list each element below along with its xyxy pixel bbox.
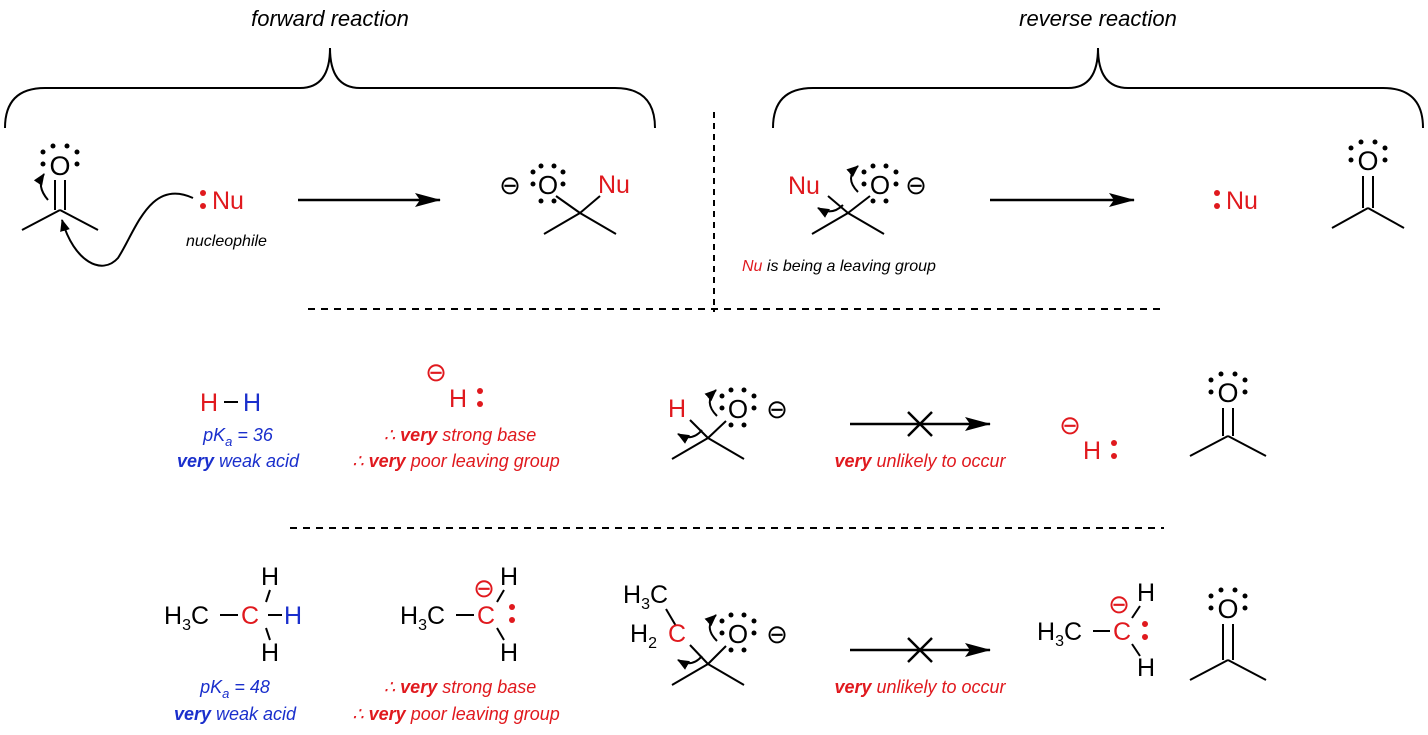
row2-ketone-oxygen: O	[1217, 378, 1238, 408]
product-minus: ⊖	[499, 170, 521, 200]
carbanion-top-h: H	[500, 563, 518, 591]
row3-alkoxide: H3C H2 C O ⊖	[623, 581, 788, 686]
reverse-alkoxide: Nu O ⊖ Nu is being a leaving group	[742, 163, 936, 275]
row2-alkoxide-h: H	[668, 395, 686, 423]
row3-lg-text: ∴ very poor leaving group	[352, 704, 560, 724]
reverse-reaction-title: reverse reaction	[1019, 6, 1177, 31]
row2-product-minus: ⊖	[1059, 410, 1081, 440]
pi-bond-arrow	[33, 173, 49, 201]
product-nu: Nu	[598, 171, 630, 199]
free-nu: Nu	[1226, 187, 1258, 215]
row3-product-minus: ⊖	[1108, 589, 1130, 619]
forward-product: ⊖ O Nu	[499, 163, 630, 235]
row3-carbon: C	[241, 602, 259, 630]
leaving-group-caption: Nu is being a leaving group	[742, 258, 936, 275]
leave-arrow	[817, 204, 844, 218]
carbanion-ch3: H3C	[400, 602, 445, 634]
ketone-oxygen: O	[49, 151, 70, 181]
forward-nucleophile: Nu nucleophile	[60, 187, 267, 267]
row3-product-bottom-h: H	[1137, 654, 1155, 682]
row2-products: ⊖ H O	[1059, 371, 1267, 465]
forward-ketone: O	[21, 143, 99, 231]
row3-ch3: H3C	[164, 602, 209, 634]
forward-brace	[4, 47, 656, 129]
row3-alk-c: C	[668, 620, 686, 648]
row2-acid: H H pKa = 36 very weak acid	[177, 389, 300, 471]
hydride-h: H	[449, 385, 467, 413]
reverse-minus: ⊖	[905, 170, 927, 200]
row2-oxygen: O	[728, 394, 748, 424]
row3-pka: pKa = 48	[199, 677, 270, 701]
row3-product-top-h: H	[1137, 579, 1155, 607]
reverse-ketone-oxygen: O	[1357, 146, 1378, 176]
product-oxygen: O	[538, 170, 558, 200]
row2-blocked-arrow: very unlikely to occur	[834, 411, 1007, 471]
row2-alkoxide: H O ⊖	[668, 387, 788, 460]
carbanion-carbon: C	[477, 602, 495, 630]
attack-arrow	[60, 192, 194, 267]
h2-right-h: H	[243, 389, 261, 417]
reverse-brace	[772, 47, 1424, 129]
hydride-minus: ⊖	[425, 357, 447, 387]
nucleophile-label: nucleophile	[186, 233, 267, 250]
row3-acidic-h: H	[284, 602, 302, 630]
row3-product-ch3: H3C	[1037, 618, 1082, 650]
row2-acid-text: very weak acid	[177, 451, 300, 471]
row2-product-h: H	[1083, 437, 1101, 465]
nucleophile-nu: Nu	[212, 187, 244, 215]
row3-minus: ⊖	[766, 619, 788, 649]
row3-alk-ch3: H3C	[623, 581, 668, 613]
row3-blocked-arrow: very unlikely to occur	[834, 637, 1007, 697]
carbanion-minus: ⊖	[473, 573, 495, 603]
row3-oxygen: O	[728, 619, 748, 649]
row2-unlikely-text: very unlikely to occur	[834, 451, 1006, 471]
row3-unlikely-text: very unlikely to occur	[834, 677, 1006, 697]
reverse-header-group: reverse reaction	[772, 6, 1424, 129]
row2-lg-text: ∴ very poor leaving group	[352, 451, 560, 471]
row3-product-c: C	[1113, 618, 1131, 646]
row2-minus: ⊖	[766, 394, 788, 424]
row3-alk-ch2: H2	[630, 620, 657, 652]
row2-pka: pKa = 36	[202, 425, 274, 449]
row2-hydride: ⊖ H ∴ very strong base ∴ very poor leavi…	[352, 357, 560, 471]
row3-products: H3C C ⊖ H H O	[1037, 579, 1267, 682]
row3-top-h: H	[261, 563, 279, 591]
reverse-oxygen: O	[870, 170, 890, 200]
carbanion-bottom-h: H	[500, 639, 518, 667]
reform-carbonyl-arrow	[846, 165, 859, 193]
row2-base-text: ∴ very strong base	[384, 425, 537, 445]
row3-acid-text: very weak acid	[174, 704, 297, 724]
row3-base-text: ∴ very strong base	[384, 677, 537, 697]
row3-acid: H3C C H H H pKa = 48 very weak acid	[164, 563, 302, 724]
reverse-nu: Nu	[788, 172, 820, 200]
row3-carbanion: H3C C ⊖ H H ∴ very strong base ∴ very po…	[352, 563, 560, 724]
reverse-products: Nu O	[1214, 139, 1405, 229]
forward-reaction-title: forward reaction	[251, 6, 409, 31]
forward-header-group: forward reaction	[4, 6, 656, 129]
row3-ketone-oxygen: O	[1217, 594, 1238, 624]
h2-left-h: H	[200, 389, 218, 417]
row3-bottom-h: H	[261, 639, 279, 667]
